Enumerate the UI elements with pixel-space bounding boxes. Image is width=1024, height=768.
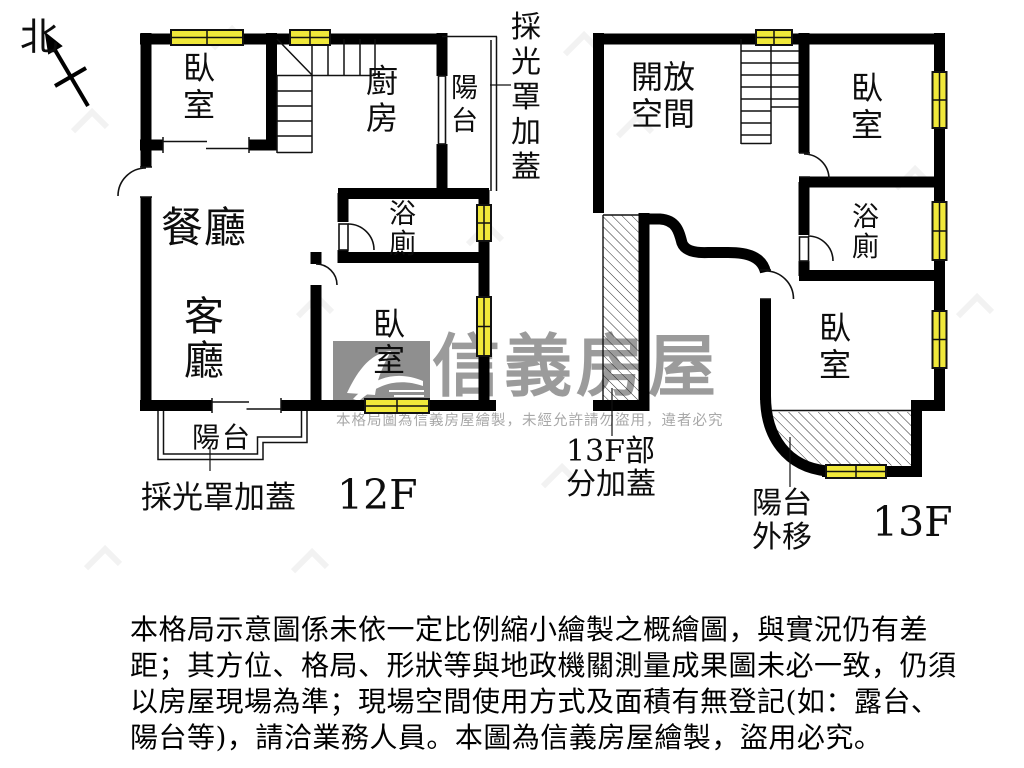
disclaimer-line: 本格局示意圖係未依一定比例縮小繪製之概繪圖，與實況仍有差 [130, 613, 929, 646]
floor-label-13f: 13F [872, 498, 953, 546]
annotation-skylight-bottom-12f: 採光罩加蓋 [141, 480, 296, 516]
room-label-bedroom-bottom-13f: 臥室 [819, 309, 852, 384]
room-label-bathroom-13f: 浴廁 [852, 202, 879, 263]
disclaimer-line: 陽台等)，請洽業務人員。本圖為信義房屋繪製，盜用必究。 [130, 721, 883, 754]
annotation-partial-cover-line2: 分加蓋 [566, 467, 656, 502]
floorplan-13f-hatch [602, 214, 911, 466]
north-arrow-icon [44, 31, 90, 108]
room-label-bedroom-top-13f: 臥室 [851, 69, 884, 144]
annotation-partial-cover-line1: 13F部 [566, 434, 655, 469]
room-label-bedroom-top-12f: 臥室 [183, 49, 216, 124]
floorplan-12f-windows [170, 29, 492, 414]
annotation-balcony-moved-13f: 陽台外移 [752, 486, 812, 555]
floorplan-12f-details [117, 35, 511, 471]
sinyi-logo [333, 341, 430, 408]
north-label: 北 [20, 15, 59, 59]
room-label-dining-12f: 餐廳 [161, 203, 248, 252]
annotation-partial-cover-13f: 13F部 分加蓋 [566, 435, 656, 501]
room-label-balcony-top-12f: 陽台 [451, 73, 478, 137]
room-label-living-12f: 客廳 [184, 294, 224, 384]
room-label-bedroom-bottom-12f: 臥室 [373, 305, 406, 379]
annotation-skylight-top-12f: 採光罩加蓋 [511, 10, 541, 185]
room-label-open-space-13f: 開放空間 [631, 58, 696, 133]
room-label-kitchen-12f: 廚房 [366, 62, 399, 137]
disclaimer-line: 以房屋現場為準；現場空間使用方式及面積有無登記(如：露台、 [130, 685, 940, 718]
watermark-notice: 本格局圖為信義房屋繪製，未經允許請勿盜用，違者必究 [336, 413, 724, 429]
floorplan-13f-details [611, 39, 834, 487]
floor-label-12f: 12F [337, 471, 418, 519]
room-label-bathroom-12f: 浴廁 [389, 199, 416, 260]
floorplan-13f-windows [755, 29, 948, 479]
disclaimer-text: 本格局示意圖係未依一定比例縮小繪製之概繪圖，與實況仍有差 距；其方位、格局、形狀… [130, 612, 957, 756]
disclaimer-line: 距；其方位、格局、形狀等與地政機關測量成果圖未必一致，仍須 [130, 649, 957, 682]
room-label-balcony-bottom-12f: 陽台 [192, 421, 253, 454]
